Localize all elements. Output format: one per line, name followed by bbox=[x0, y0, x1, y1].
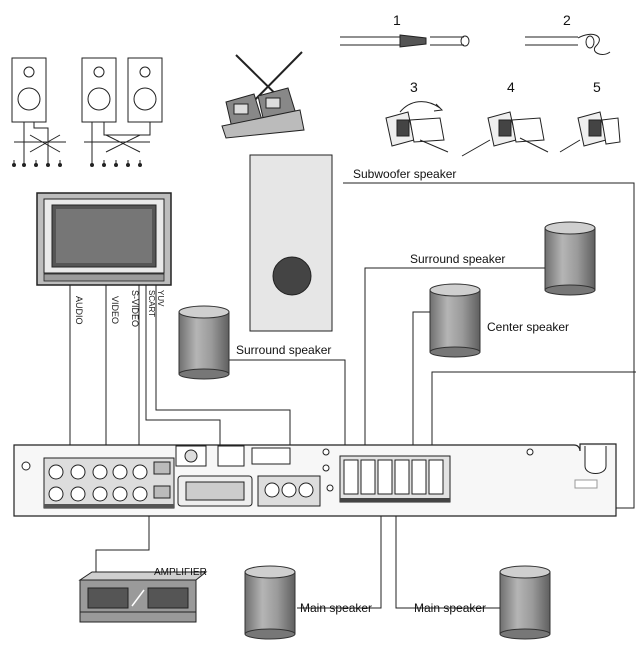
speaker-wiring-illustration bbox=[11, 57, 163, 167]
step-1-label: 1 bbox=[393, 12, 401, 28]
video-cable-label: VIDEO bbox=[110, 296, 120, 324]
subwoofer-speaker-label: Subwoofer speaker bbox=[353, 167, 456, 181]
crossed-device-illustration bbox=[221, 51, 305, 139]
step-5-label: 5 bbox=[593, 79, 601, 95]
scart-cable-label: SCART bbox=[147, 290, 156, 317]
amplifier-label: AMPLIFIER bbox=[154, 567, 207, 578]
center-speaker bbox=[429, 283, 481, 358]
amplifier-device bbox=[78, 571, 208, 623]
tv-cable-labels: AUDIO VIDEO S-VIDEO SCART YUV bbox=[74, 290, 165, 327]
surround-speaker-left-label: Surround speaker bbox=[236, 343, 331, 357]
main-speaker-right-label: Main speaker bbox=[414, 601, 486, 615]
dvd-receiver-rear-panel bbox=[13, 443, 617, 517]
main-speaker-right bbox=[499, 565, 551, 640]
svideo-cable-label: S-VIDEO bbox=[130, 290, 140, 327]
step-2-label: 2 bbox=[563, 12, 571, 28]
surround-speaker-right-label: Surround speaker bbox=[410, 252, 505, 266]
main-speaker-left bbox=[244, 565, 296, 640]
center-speaker-label: Center speaker bbox=[487, 320, 569, 334]
connection-wires bbox=[69, 182, 636, 609]
step-3-label: 3 bbox=[410, 79, 418, 95]
main-speaker-left-label: Main speaker bbox=[300, 601, 372, 615]
surround-speaker-right bbox=[544, 221, 596, 296]
subwoofer-speaker bbox=[249, 154, 333, 332]
step-4-label: 4 bbox=[507, 79, 515, 95]
television bbox=[36, 192, 172, 286]
cable-prep-steps: 1 2 3 4 5 bbox=[340, 12, 621, 157]
audio-cable-label: AUDIO bbox=[74, 296, 84, 325]
yuv-cable-label: YUV bbox=[156, 290, 165, 307]
surround-speaker-left bbox=[178, 305, 230, 380]
